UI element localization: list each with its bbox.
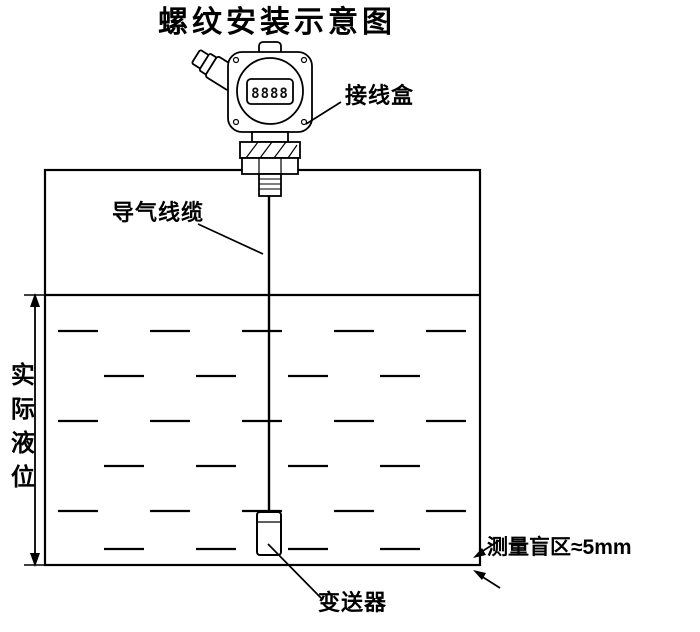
tank-body — [43, 168, 482, 567]
transmitter-head: 8888 — [191, 41, 313, 197]
leader-air-cable — [197, 223, 264, 255]
arrow-up-icon — [30, 293, 40, 307]
display-digits: 8888 — [251, 86, 289, 102]
leader-transmitter — [267, 543, 324, 601]
neck — [251, 131, 289, 143]
label-air-cable: 导气线缆 — [112, 200, 205, 225]
label-junction-box: 接线盒 — [345, 83, 415, 108]
terminal-block — [239, 141, 301, 159]
tank-outline — [43, 168, 482, 567]
label-actual-level: 实际液位 — [6, 362, 34, 498]
leader-junction-box — [305, 101, 342, 125]
hex-nut — [241, 157, 299, 175]
diagram-title: 螺纹安装示意图 — [158, 6, 396, 39]
thread-stub — [258, 173, 282, 197]
label-blind-zone: 测量盲区≈5mm — [487, 536, 632, 559]
blind-zone-arrows — [473, 539, 501, 589]
arrow-head-icon — [473, 548, 486, 558]
probe-body — [256, 511, 282, 556]
level-dimension — [24, 293, 45, 567]
leader-lines — [197, 101, 342, 601]
arrow-down-icon — [30, 553, 40, 567]
label-transmitter: 变送器 — [318, 590, 388, 615]
display-window — [246, 78, 294, 105]
housing-screws — [232, 56, 308, 126]
arrow-head-icon — [473, 570, 486, 580]
